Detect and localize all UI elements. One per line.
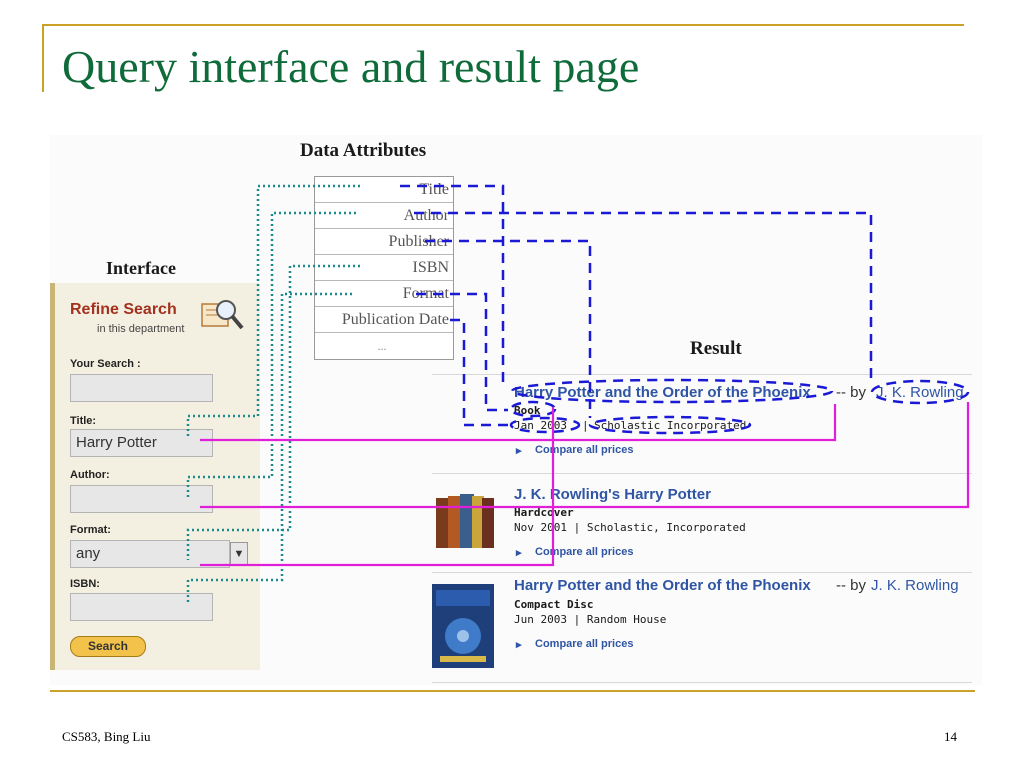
- format-highlight-ellipse: [509, 400, 557, 418]
- title-label: Title:: [70, 415, 97, 427]
- isbn-input[interactable]: [70, 593, 213, 621]
- chevron-right-icon: ▸: [516, 639, 522, 651]
- result-separator: [432, 374, 972, 375]
- title-highlight-ellipse: [510, 378, 834, 404]
- publisher-highlight-ellipse: [588, 415, 752, 435]
- format-select[interactable]: any: [70, 540, 230, 568]
- author-label: Author:: [70, 469, 110, 481]
- result-3-title[interactable]: Harry Potter and the Order of the Phoeni…: [514, 577, 811, 594]
- result-separator: [432, 572, 972, 573]
- date-highlight-ellipse: [509, 416, 581, 434]
- attribute-publication-date: Publication Date: [315, 307, 453, 333]
- author-match-line-1: [200, 402, 970, 509]
- your-search-label: Your Search :: [70, 358, 141, 370]
- isbn-label: ISBN:: [70, 578, 100, 590]
- slide-frame-left-rule: [42, 24, 44, 92]
- data-attributes-heading: Data Attributes: [300, 140, 427, 161]
- author-highlight-ellipse: [870, 379, 970, 405]
- cd-cover-image: [432, 584, 494, 668]
- result-1-publisher: Scholastic Incorporated: [594, 419, 747, 432]
- chevron-right-icon: ▸: [516, 445, 522, 457]
- attribute-more: ...: [377, 339, 387, 353]
- result-separator: [432, 473, 972, 474]
- author-dashed-connector: [414, 211, 873, 378]
- result-3-author[interactable]: J. K. Rowling: [871, 577, 959, 594]
- result-2-format: Hardcover: [514, 506, 574, 519]
- attribute-author: Author: [315, 203, 453, 229]
- slide-frame-top-rule: [42, 24, 964, 26]
- magnifier-icon: [201, 300, 244, 330]
- isbn-dotted-connector: [186, 264, 360, 560]
- format-match-line-1: [200, 407, 555, 567]
- result-1-separator: |: [582, 419, 589, 432]
- interface-heading: Interface: [106, 258, 176, 278]
- result-2-compare-link[interactable]: Compare all prices: [535, 546, 634, 558]
- your-search-input[interactable]: [70, 374, 213, 402]
- result-2-title[interactable]: J. K. Rowling's Harry Potter: [514, 486, 711, 503]
- title-match-line-1: [200, 404, 837, 442]
- footer-rule: [50, 690, 975, 692]
- slide-title: Query interface and result page: [62, 41, 640, 92]
- attribute-isbn: ISBN: [315, 255, 453, 281]
- result-heading: Result: [690, 338, 742, 359]
- format-dashed-connector: [416, 292, 508, 412]
- publication-date-dashed-connector: [450, 318, 510, 427]
- author-input[interactable]: [70, 485, 213, 513]
- publisher-dashed-connector: [425, 239, 592, 418]
- result-1-compare-link[interactable]: Compare all prices: [535, 444, 634, 456]
- format-dotted-connector: [186, 292, 352, 604]
- format-label: Format:: [70, 524, 111, 536]
- result-2-details: Nov 2001 | Scholastic, Incorporated: [514, 521, 746, 534]
- title-dotted-connector: [186, 184, 360, 436]
- result-3-compare-link[interactable]: Compare all prices: [535, 638, 634, 650]
- result-3-format: Compact Disc: [514, 598, 594, 611]
- author-dotted-connector: [186, 211, 356, 500]
- result-separator: [432, 682, 972, 683]
- title-input[interactable]: Harry Potter: [70, 429, 213, 457]
- result-1-author[interactable]: J. K. Rowling: [876, 384, 964, 401]
- refine-search-subtitle: in this department: [97, 323, 185, 335]
- chevron-right-icon: ▸: [516, 547, 522, 559]
- search-button[interactable]: Search: [70, 636, 146, 657]
- result-3-by: -- by: [836, 577, 866, 594]
- page-number: 14: [944, 729, 957, 744]
- footer-author: CS583, Bing Liu: [62, 729, 151, 744]
- refine-search-title: Refine Search: [70, 301, 177, 318]
- result-1-title[interactable]: Harry Potter and the Order of the Phoeni…: [514, 384, 811, 401]
- attribute-publisher: Publisher: [315, 229, 453, 255]
- result-3-details: Jun 2003 | Random House: [514, 613, 667, 626]
- result-1-by: -- by: [836, 384, 866, 401]
- title-dashed-connector: [400, 184, 505, 388]
